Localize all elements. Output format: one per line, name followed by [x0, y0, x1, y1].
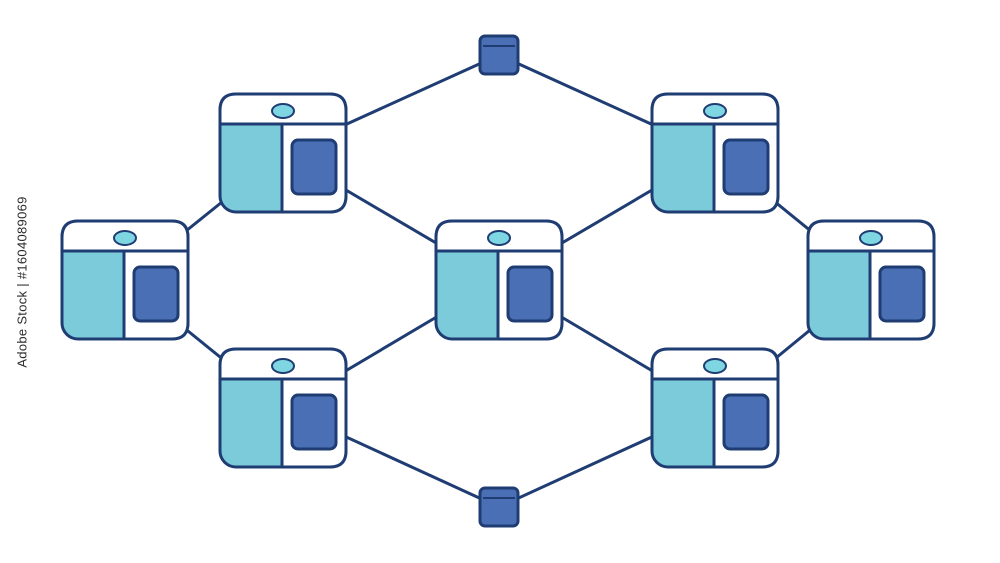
nodes-layer — [60, 34, 936, 528]
block-window — [878, 265, 926, 323]
block-bottom-left — [218, 347, 348, 469]
block-indicator-dot — [703, 103, 727, 119]
block-indicator-dot — [703, 358, 727, 374]
block-indicator-dot — [271, 358, 295, 374]
connector-top — [478, 34, 520, 76]
block-window — [722, 393, 770, 451]
block-window — [506, 265, 554, 323]
block-top-left — [218, 92, 348, 214]
block-bottom-right — [650, 347, 780, 469]
block-indicator-dot — [487, 230, 511, 246]
block-top-right — [650, 92, 780, 214]
block-window — [132, 265, 180, 323]
block-center — [434, 219, 564, 341]
block-indicator-dot — [113, 230, 137, 246]
block-indicator-dot — [271, 103, 295, 119]
stock-id-label: Adobe Stock | #1604089069 — [14, 196, 30, 368]
block-indicator-dot — [859, 230, 883, 246]
block-window — [290, 138, 338, 196]
block-right — [806, 219, 936, 341]
block-left — [60, 219, 190, 341]
connector-bottom — [478, 486, 520, 528]
connector-body — [478, 486, 520, 528]
block-window — [722, 138, 770, 196]
connector-body — [478, 34, 520, 76]
block-window — [290, 393, 338, 451]
